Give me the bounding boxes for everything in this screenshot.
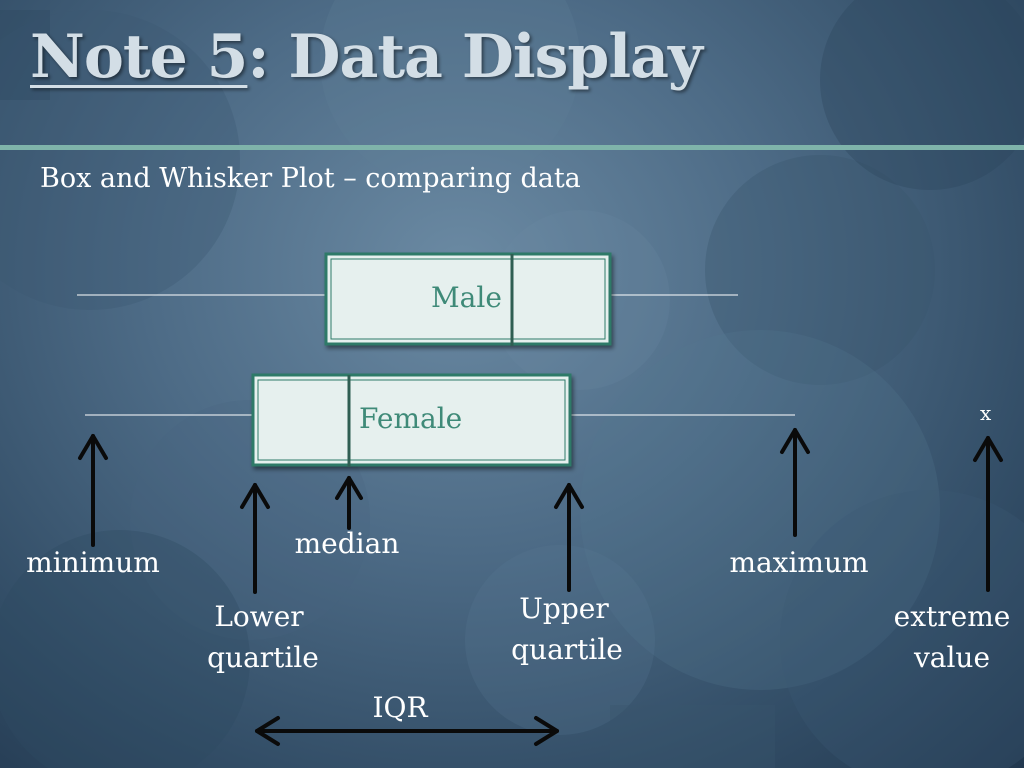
minimum-arrow (78, 434, 108, 547)
outlier-marker: x (980, 401, 992, 425)
female-box-label: Female (359, 402, 463, 435)
extreme-value-label-line2: value (913, 641, 991, 674)
lower-quartile-label-line2: quartile (207, 641, 319, 674)
slide-subtitle: Box and Whisker Plot – comparing data (40, 163, 581, 194)
extreme-value-label-line1: extreme (893, 600, 1011, 633)
male-box (324, 252, 612, 346)
slide-title: Note 5: Data Display (30, 22, 703, 92)
lower-quartile-arrow (240, 483, 270, 594)
extreme-value-arrow (973, 436, 1003, 592)
title-note-number: Note 5 (30, 22, 248, 92)
title-text: : Data Display (247, 22, 703, 92)
iqr-label: IQR (372, 691, 428, 724)
female-box (251, 373, 572, 467)
median-arrow (335, 476, 363, 530)
minimum-label: minimum (26, 546, 160, 579)
title-divider (0, 145, 1024, 150)
upper-quartile-label-line2: quartile (511, 633, 623, 666)
maximum-arrow (780, 428, 810, 537)
upper-quartile-label-line1: Upper (519, 592, 609, 625)
iqr-double-arrow (255, 716, 559, 746)
lower-quartile-label-line1: Lower (214, 600, 304, 633)
upper-quartile-arrow (554, 483, 584, 592)
maximum-label: maximum (729, 546, 869, 579)
median-label: median (294, 527, 400, 560)
male-box-label: Male (431, 281, 502, 314)
